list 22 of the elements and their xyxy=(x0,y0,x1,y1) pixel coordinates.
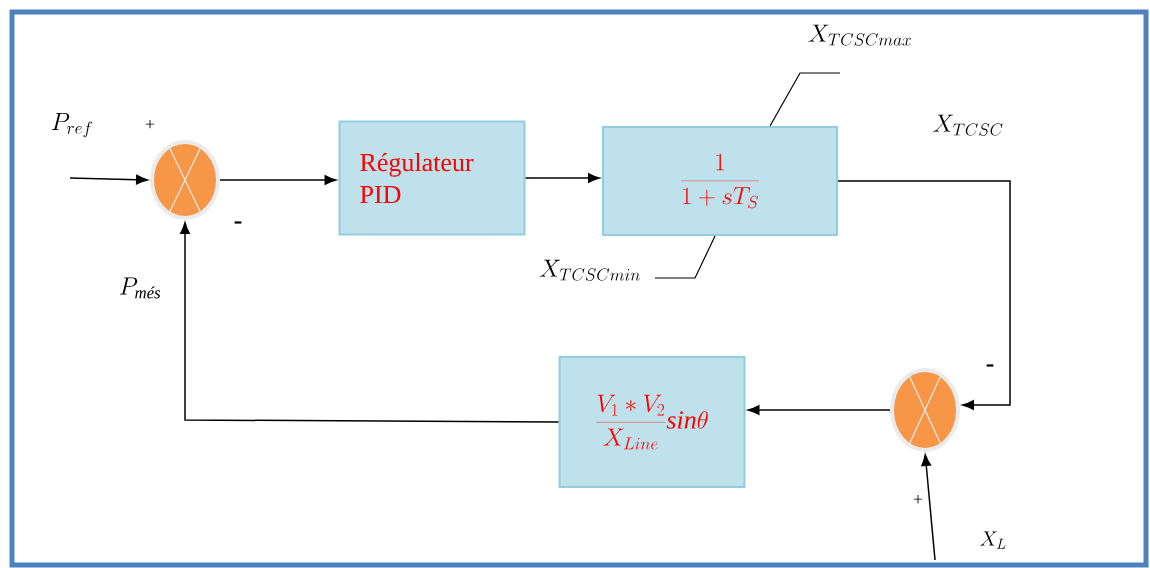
arrow xyxy=(524,173,600,183)
signal-label: $X_{TCSCmax}$ xyxy=(808,24,911,46)
arrow xyxy=(180,222,560,423)
signal-label: $P_{ref}$ xyxy=(52,112,92,138)
summing-junction xyxy=(890,368,960,452)
sign-label: + xyxy=(145,119,155,129)
arrow xyxy=(921,454,936,561)
block-box: $\frac{V_1 * V_2}{X_{Line}}\mathit{sin}\theta$ xyxy=(558,356,746,488)
arrow xyxy=(219,175,337,185)
sign-label: - xyxy=(986,364,994,367)
arrow xyxy=(837,180,1011,410)
summing-junction xyxy=(150,140,220,220)
signal-label: $X_L$ xyxy=(980,531,1006,549)
block-box: Régulateur PID xyxy=(338,120,526,236)
sign-label: + xyxy=(913,494,923,504)
arrow xyxy=(747,405,891,415)
signal-label: $X_{TCSCmin}$ xyxy=(539,259,640,281)
block-box: $\frac{1}{1+sT_S}$ xyxy=(602,126,838,236)
arrow xyxy=(69,174,148,185)
signal-label: $P_{\mathit{més}}$ xyxy=(120,277,161,299)
signal-label: $X_{TCSC}$ xyxy=(933,114,1003,136)
sign-label: - xyxy=(234,221,242,224)
